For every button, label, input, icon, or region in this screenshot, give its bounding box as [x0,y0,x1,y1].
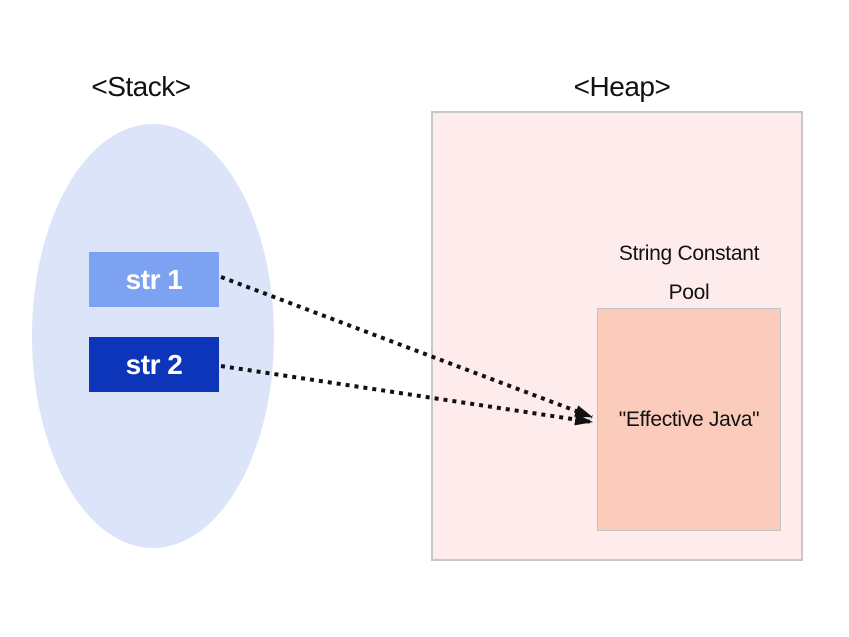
string-constant-pool-label: String Constant Pool [618,242,760,304]
stack-frame-str1: str 1 [89,252,219,307]
stack-frame-str2: str 2 [89,337,219,392]
string-constant-pool-box: "Effective Java" [597,308,781,531]
stack-region-ellipse [32,124,274,548]
heap-title: <Heap> [573,71,671,102]
pool-string-literal: "Effective Java" [618,407,760,431]
stack-title: <Stack> [91,71,191,102]
